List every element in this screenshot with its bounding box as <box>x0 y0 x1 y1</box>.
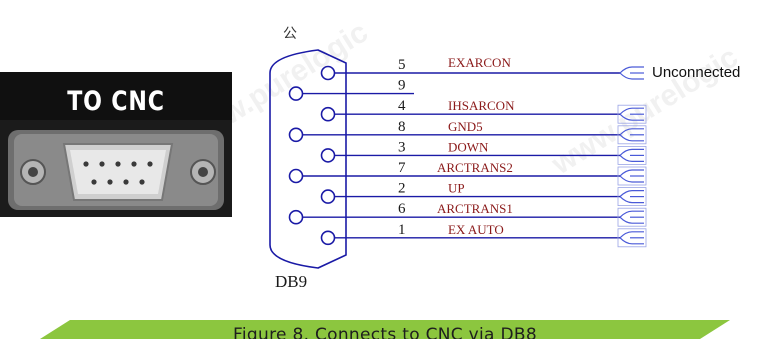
photo-pin-hole-b2 <box>123 179 129 185</box>
pin-8-terminal-top <box>619 128 644 136</box>
photo-pin-hole-t2 <box>115 161 121 167</box>
pin-6-signal-label: ARCTRANS1 <box>437 201 513 216</box>
photo-pin-hole-b0 <box>91 179 97 185</box>
pin-4-terminal-box <box>617 104 647 124</box>
figure-caption: Figure 8. Connects to CNC via DB8 <box>233 325 537 339</box>
watermark-text-2: www.purelogic <box>545 40 743 181</box>
photo-pin-hole-t3 <box>131 161 137 167</box>
pin-1-terminal-box <box>617 228 647 248</box>
screw-right-hole <box>198 167 208 177</box>
pin-7-contact <box>288 168 304 184</box>
pin-3-signal-label: DOWN <box>448 139 489 154</box>
pin-6-terminal-box <box>617 207 647 227</box>
pin-3-terminal-bottom <box>619 154 644 162</box>
photo-pin-hole-t4 <box>147 161 153 167</box>
unconnected-label: Unconnected <box>652 64 740 81</box>
pin-5-signal-label: EXARCON <box>448 55 511 70</box>
pin-3-terminal-box <box>617 145 647 165</box>
pin-5-terminal-bottom <box>619 72 644 80</box>
pin-6-terminal-top <box>619 210 644 218</box>
pin-8-signal-label: GND5 <box>448 119 483 134</box>
screw-left-hole <box>28 167 38 177</box>
photo-label: TO CNC <box>67 86 165 117</box>
pin-1-terminal-top <box>619 231 644 239</box>
pin-4-contact <box>320 106 336 122</box>
pin-8-number: 8 <box>398 119 406 135</box>
pin-1-number: 1 <box>398 222 406 238</box>
pin-4-terminal-bottom <box>619 113 644 121</box>
pin-9-contact <box>288 86 304 101</box>
pin-7-terminal-top <box>619 169 644 177</box>
pin-8-terminal-bottom <box>619 134 644 142</box>
pin-5-number: 5 <box>398 57 406 73</box>
pin-6-terminal-bottom <box>619 216 644 224</box>
pin-3-number: 3 <box>398 139 406 155</box>
pin-8-terminal-box <box>617 125 647 145</box>
pin-3-terminal-top <box>619 148 644 156</box>
caption-band: Figure 8. Connects to CNC via DB8 <box>40 320 730 339</box>
pin-5-contact <box>320 65 336 81</box>
pin-2-signal-label: UP <box>448 181 465 196</box>
pin-2-contact <box>320 189 336 204</box>
pin-5-terminal-top <box>619 66 644 74</box>
pin-6-contact <box>288 209 304 225</box>
photo-pin-hole-b3 <box>139 179 145 185</box>
photo-pin-hole-t1 <box>99 161 105 167</box>
db9-port-image <box>0 120 232 217</box>
connector-name: DB9 <box>275 272 307 291</box>
pin-4-signal-label: IHSARCON <box>448 98 515 113</box>
pin-4-number: 4 <box>398 98 406 114</box>
pin-3-contact <box>320 148 336 163</box>
db9-shell-outline <box>269 49 347 269</box>
cnc-port-photo: TO CNC <box>0 72 232 217</box>
d-sub-insert <box>70 150 166 194</box>
pin-7-terminal-box <box>617 166 647 186</box>
pin-7-number: 7 <box>398 160 406 176</box>
pin-8-contact <box>288 127 304 143</box>
connector-gender-symbol: 公 <box>283 26 297 42</box>
pin-6-number: 6 <box>398 201 406 217</box>
pin-2-terminal-top <box>619 190 644 198</box>
pin-2-terminal-bottom <box>619 196 644 204</box>
pin-1-signal-label: EX AUTO <box>448 222 504 237</box>
pin-7-signal-label: ARCTRANS2 <box>437 160 513 175</box>
photo-pin-hole-t0 <box>83 161 89 167</box>
pin-2-number: 2 <box>398 181 406 197</box>
photo-pin-hole-b1 <box>107 179 113 185</box>
pin-4-terminal-top <box>619 107 644 115</box>
pin-1-contact <box>320 230 336 246</box>
pin-7-terminal-bottom <box>619 175 644 183</box>
pin-1-terminal-bottom <box>619 237 644 245</box>
pin-9-number: 9 <box>398 78 406 94</box>
pin-2-terminal-box <box>617 187 647 207</box>
